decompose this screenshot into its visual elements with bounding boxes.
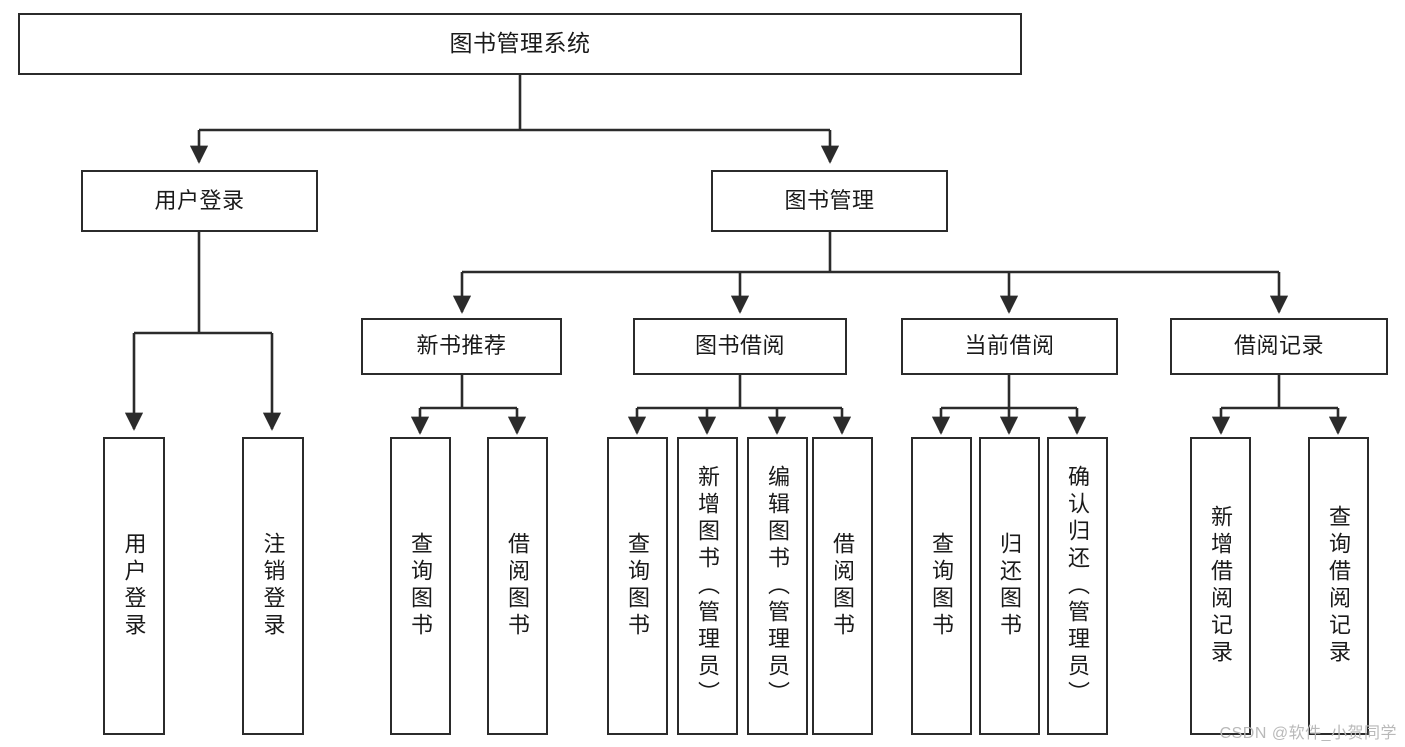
node-leaf-add-borrow-record[interactable]: 新增借阅记录 bbox=[1190, 437, 1251, 735]
leaf-label: 查询图书 bbox=[625, 532, 651, 640]
leaf-label: 新增借阅记录 bbox=[1208, 505, 1234, 667]
node-leaf-confirm-return-admin[interactable]: 确认归还（管理员） bbox=[1047, 437, 1108, 735]
node-new-book-recommend[interactable]: 新书推荐 bbox=[361, 318, 562, 375]
leaf-label: 借阅图书 bbox=[505, 532, 531, 640]
leaf-label: 归还图书 bbox=[997, 532, 1023, 640]
node-user-login[interactable]: 用户登录 bbox=[81, 170, 318, 232]
node-book-management[interactable]: 图书管理 bbox=[711, 170, 948, 232]
leaf-label: 用户登录 bbox=[121, 532, 147, 640]
leaf-label: 编辑图书（管理员） bbox=[765, 464, 791, 708]
node-leaf-edit-book-admin[interactable]: 编辑图书（管理员） bbox=[747, 437, 808, 735]
leaf-label: 借阅图书 bbox=[830, 532, 856, 640]
leaf-label: 注销登录 bbox=[260, 532, 286, 640]
node-borrow-record[interactable]: 借阅记录 bbox=[1170, 318, 1388, 375]
node-leaf-logout[interactable]: 注销登录 bbox=[242, 437, 304, 735]
leaf-label: 新增图书（管理员） bbox=[695, 464, 721, 708]
leaf-label: 查询图书 bbox=[408, 532, 434, 640]
node-leaf-borrow-book[interactable]: 借阅图书 bbox=[812, 437, 873, 735]
node-leaf-borrow-book-newbook[interactable]: 借阅图书 bbox=[487, 437, 548, 735]
node-book-borrow[interactable]: 图书借阅 bbox=[633, 318, 847, 375]
node-leaf-query-book-current[interactable]: 查询图书 bbox=[911, 437, 972, 735]
node-leaf-query-borrow-record[interactable]: 查询借阅记录 bbox=[1308, 437, 1369, 735]
node-leaf-query-book-newbook[interactable]: 查询图书 bbox=[390, 437, 451, 735]
node-leaf-return-book[interactable]: 归还图书 bbox=[979, 437, 1040, 735]
csdn-watermark: CSDN @软件_小贺同学 bbox=[1219, 725, 1397, 742]
node-leaf-user-login[interactable]: 用户登录 bbox=[103, 437, 165, 735]
node-current-borrow[interactable]: 当前借阅 bbox=[901, 318, 1118, 375]
node-leaf-add-book-admin[interactable]: 新增图书（管理员） bbox=[677, 437, 738, 735]
leaf-label: 查询图书 bbox=[929, 532, 955, 640]
node-root-system[interactable]: 图书管理系统 bbox=[18, 13, 1022, 75]
leaf-label: 确认归还（管理员） bbox=[1065, 464, 1091, 708]
leaf-label: 查询借阅记录 bbox=[1326, 505, 1352, 667]
node-leaf-query-book-borrow[interactable]: 查询图书 bbox=[607, 437, 668, 735]
